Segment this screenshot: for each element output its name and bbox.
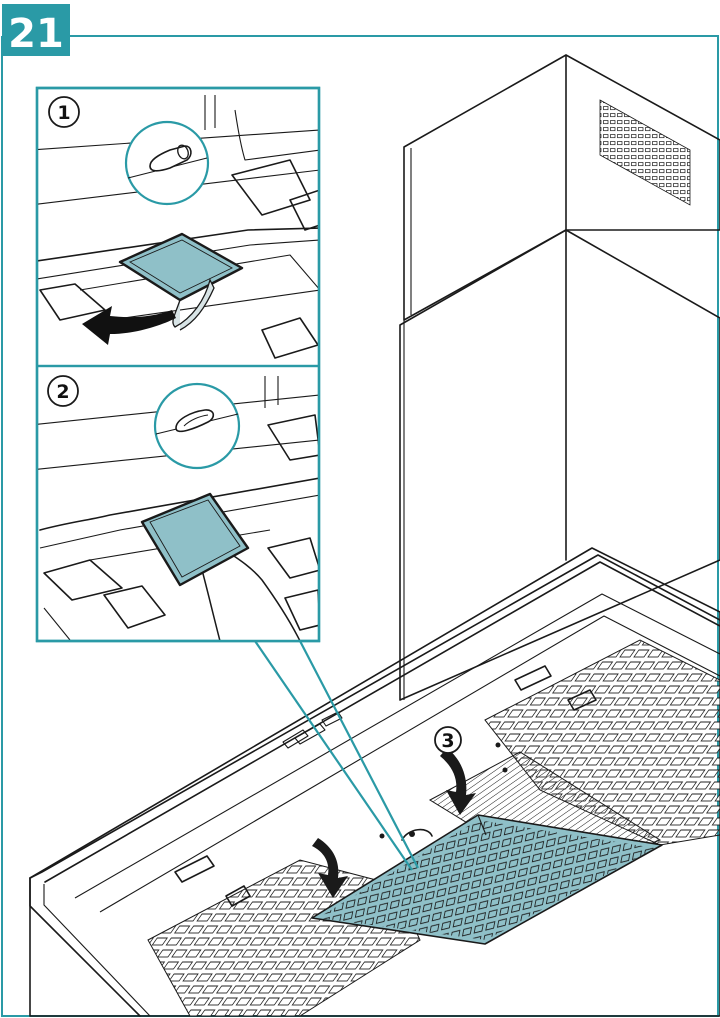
panel-1: 1 [37, 95, 319, 359]
callout-3: 3 [434, 726, 462, 754]
push-arrow-right [440, 748, 476, 815]
chimney-vent-grille [599, 99, 691, 206]
callout-1-number: 1 [57, 102, 70, 124]
peel-arrow-icon [82, 306, 176, 345]
callout-3-number: 3 [441, 730, 454, 752]
panel-2: 2 [37, 375, 319, 641]
step-badge: 21 [2, 4, 70, 57]
hood-slot-rear [514, 665, 552, 691]
push-arrow-left [312, 838, 348, 898]
leader-line-right [299, 640, 419, 869]
hood-outline [29, 547, 720, 1017]
hood-slot-front [174, 855, 215, 883]
step-badge-bg [2, 4, 70, 56]
callout-2-circle [47, 375, 79, 407]
zoom-connector [35, 86, 419, 871]
step-number: 21 [8, 11, 64, 57]
carbon-filter [311, 814, 663, 945]
zoom-panel-border-top [35, 86, 321, 643]
leader-line-left [254, 640, 413, 871]
chimney [399, 54, 720, 701]
carbon-filter-holes [318, 820, 655, 940]
callout-3-circle [434, 726, 462, 754]
panel-2-hand [197, 551, 301, 641]
push-arrow-icon [312, 748, 476, 898]
panel-2-filter [140, 492, 250, 587]
lower-chimney [399, 229, 720, 701]
panel-1-pin [149, 145, 192, 172]
callout-2-number: 2 [56, 381, 69, 403]
callout-1-circle [48, 96, 80, 128]
hood-body [29, 547, 720, 1017]
